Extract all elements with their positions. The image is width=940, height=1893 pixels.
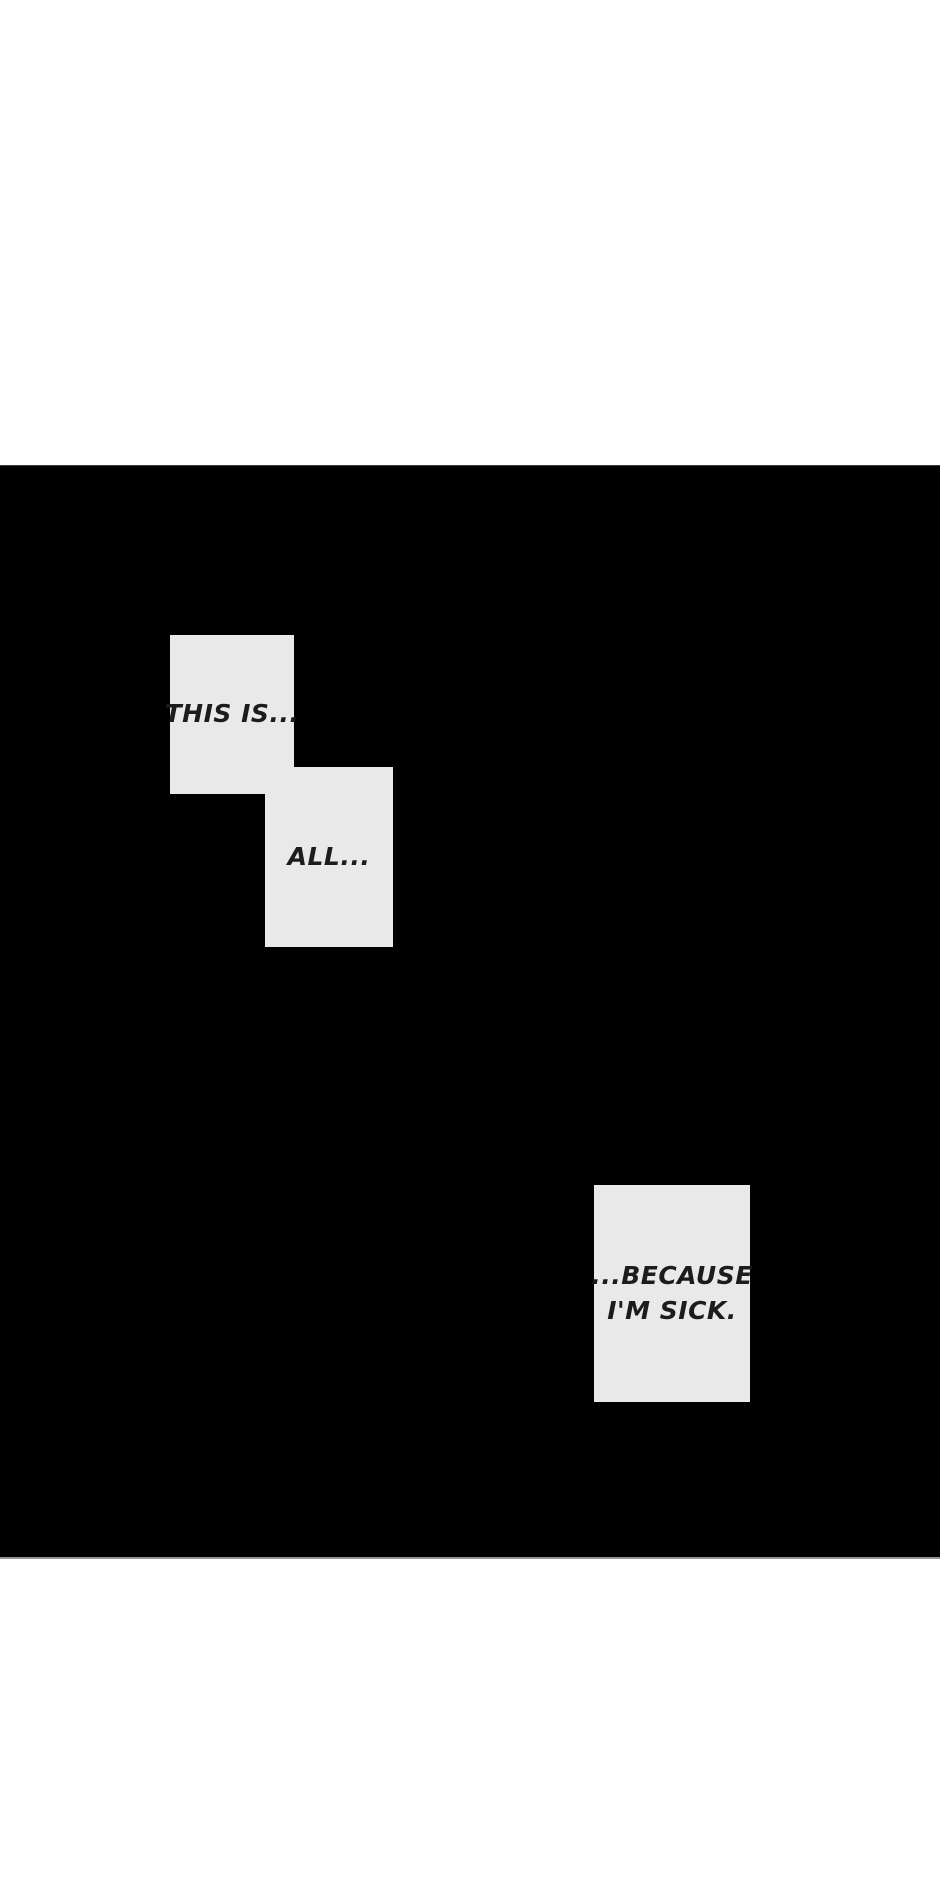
caption-box-this-is: THIS IS...: [165, 635, 299, 794]
caption-text: ALL...: [287, 841, 371, 871]
comic-panel: THIS IS... ALL... ...BECAUSE I'M SICK.: [0, 465, 940, 1559]
caption-text-line-2: I'M SICK.: [607, 1295, 737, 1325]
caption-box-because-sick: ...BECAUSE I'M SICK.: [591, 1185, 753, 1402]
caption-text-line-1: ...BECAUSE: [591, 1261, 753, 1290]
caption-text: THIS IS...: [164, 699, 300, 729]
caption-box-all: ALL...: [265, 767, 393, 947]
